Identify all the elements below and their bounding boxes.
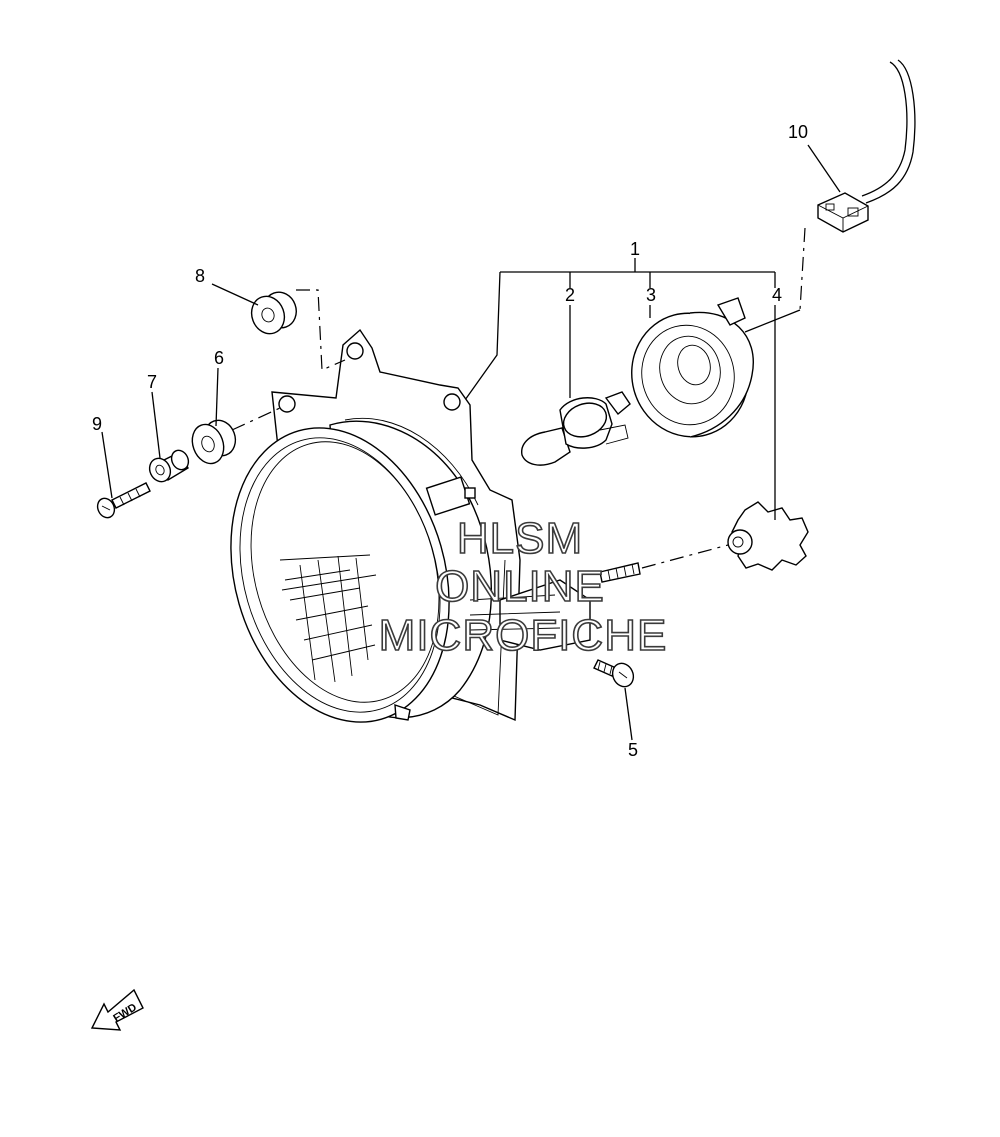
fwd-arrow: FWD [90,988,144,1031]
callout-10: 10 [788,122,808,142]
callout-labels: 1 2 3 4 5 6 7 8 9 10 [92,122,808,760]
bolt-part-9 [96,482,151,519]
callout-2: 2 [565,285,575,305]
callout-9: 9 [92,414,102,434]
wire-harness [861,59,916,204]
callout-1: 1 [630,239,640,259]
callout-8: 8 [195,266,205,286]
collar-part-7 [148,449,190,483]
adjuster-gear [727,501,809,571]
leader-lines [101,144,841,741]
callout-6: 6 [214,348,224,368]
watermark-line-3: MICROFICHE [379,611,668,660]
callout-4: 4 [772,285,782,305]
callout-5: 5 [628,740,638,760]
assembly-bracket [464,258,776,401]
headlight-lens [230,427,450,723]
watermark-line-1: HLSM [457,514,583,563]
screw-part-5 [593,659,635,688]
watermark-line-2: ONLINE [435,562,605,611]
watermark: HLSM ONLINE MICROFICHE [378,513,668,661]
grommet-part-6 [191,407,281,465]
socket-cover [631,297,754,438]
adjuster-screw [599,544,729,583]
grommet-part-8 [250,289,346,371]
connector-dash-line [799,227,806,311]
headlight-bulb [521,391,631,466]
connector-coupler [817,192,869,233]
lens-pattern [279,554,377,683]
callout-7: 7 [147,372,157,392]
callout-3: 3 [646,285,656,305]
